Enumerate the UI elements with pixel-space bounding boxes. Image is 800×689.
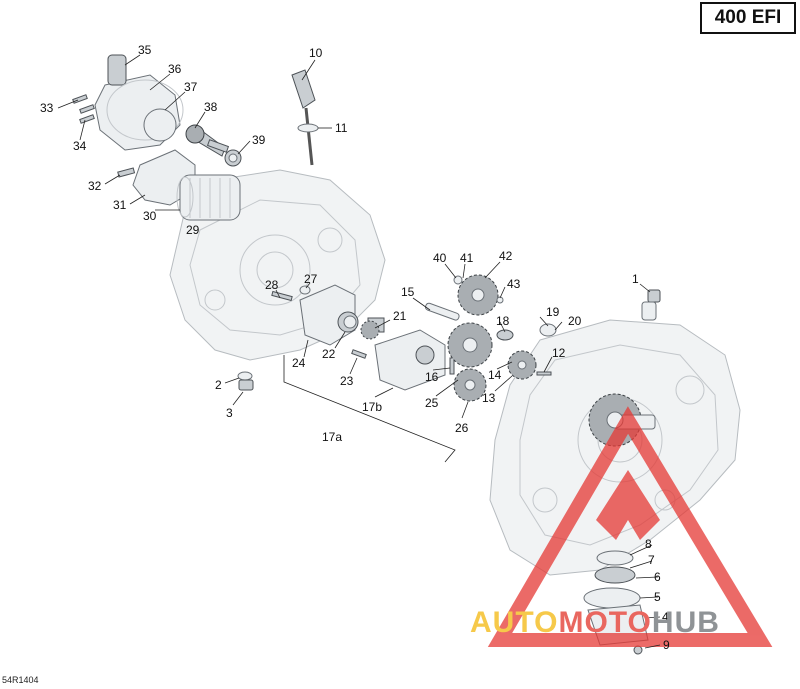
callout-1: 1: [632, 272, 639, 286]
pins-and-rings: [271, 275, 463, 375]
oil-pump-housing: [299, 284, 446, 391]
callout-42: 42: [499, 249, 513, 263]
callout-28: 28: [265, 278, 279, 292]
callout-16: 16: [425, 370, 439, 384]
callout-12: 12: [552, 346, 566, 360]
callout-32: 32: [88, 179, 102, 193]
callout-10: 10: [309, 46, 323, 60]
callout-26: 26: [455, 421, 469, 435]
callout-24: 24: [292, 356, 306, 370]
callout-21: 21: [393, 309, 407, 323]
callout-27: 27: [304, 272, 318, 286]
callout-20: 20: [568, 314, 582, 328]
callout-30: 30: [143, 209, 157, 223]
watermark-part-3: HUB: [651, 606, 720, 639]
callout-39: 39: [252, 133, 266, 147]
callout-7: 7: [648, 553, 655, 567]
callout-29: 29: [186, 223, 200, 237]
watermark-logo: [487, 406, 773, 647]
callout-36: 36: [168, 62, 182, 76]
callout-22: 22: [322, 347, 336, 361]
oil-filter-assembly: [117, 149, 241, 221]
callout-33: 33: [40, 101, 54, 115]
callout-37: 37: [184, 80, 198, 94]
watermark-text: AUTOMOTOHUB: [470, 606, 720, 640]
callout-17b: 17b: [362, 400, 382, 414]
callout-11: 11: [335, 121, 348, 135]
callout-18: 18: [496, 314, 510, 328]
callout-34: 34: [73, 139, 87, 153]
callout-8: 8: [645, 537, 652, 551]
callout-19: 19: [546, 305, 560, 319]
drain-plug-left: [237, 371, 254, 391]
callout-25: 25: [425, 396, 439, 410]
callout-23: 23: [340, 374, 354, 388]
callout-4: 4: [662, 610, 669, 624]
callout-labels: 35 36 37 38 33 34 39 32 31 30 29 10 11 2…: [40, 43, 670, 652]
leader-lines: [57, 54, 661, 649]
callout-2: 2: [215, 378, 222, 392]
callout-5: 5: [654, 590, 661, 604]
callout-3: 3: [226, 406, 233, 420]
watermark-part-2: MOTO: [558, 606, 652, 639]
callout-41: 41: [460, 251, 474, 265]
water-pump-assembly: [94, 54, 242, 167]
dipstick: [291, 69, 319, 166]
callout-17a: 17a: [322, 430, 342, 444]
callout-43: 43: [507, 277, 521, 291]
diagram-reference-id: 54R1404: [2, 675, 39, 685]
gear-train: [343, 274, 557, 402]
callout-35: 35: [138, 43, 152, 57]
fitting-1: [641, 289, 661, 321]
watermark-part-1: AUTO: [470, 606, 559, 639]
callout-14: 14: [488, 368, 502, 382]
callout-15: 15: [401, 285, 415, 299]
callout-6: 6: [654, 570, 661, 584]
callout-40: 40: [433, 251, 447, 265]
callout-38: 38: [204, 100, 218, 114]
callout-13: 13: [482, 391, 496, 405]
callout-31: 31: [113, 198, 127, 212]
model-edition-label: 400 EFI: [700, 2, 796, 34]
callout-9: 9: [663, 638, 670, 652]
bolts-33-34: [72, 94, 95, 124]
